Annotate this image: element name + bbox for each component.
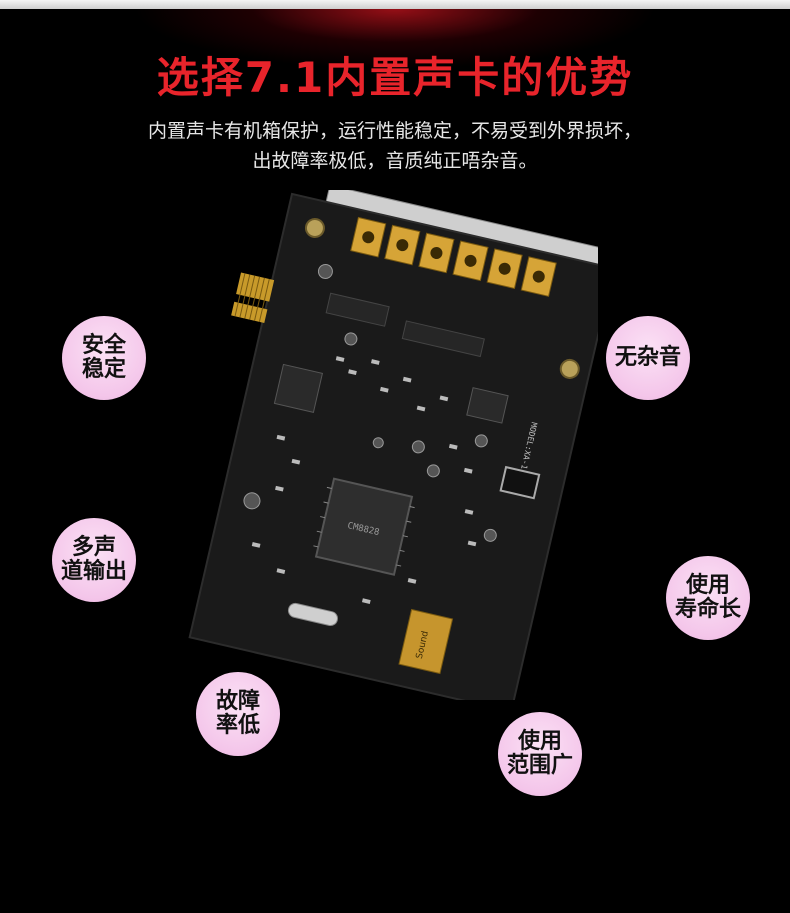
feature-bubble-wide-use: 使用 范围广 bbox=[498, 712, 582, 796]
feature-bubble-safe-stable: 安全 稳定 bbox=[62, 316, 146, 400]
sound-card-image: CM8828 Sound MODEL:XA-1 bbox=[178, 184, 623, 713]
feature-bubble-no-noise: 无杂音 bbox=[606, 316, 690, 400]
feature-bubble-multichannel: 多声 道输出 bbox=[52, 518, 136, 602]
feature-2-line1: 无杂音 bbox=[614, 345, 681, 370]
sound-card-illustration: CM8828 Sound MODEL:XA-1 bbox=[188, 184, 623, 713]
feature-1-line1: 安全 bbox=[81, 333, 126, 358]
feature-5-line1: 故障 bbox=[215, 689, 260, 714]
feature-4-line2: 寿命长 bbox=[674, 597, 741, 622]
subtitle-line-1: 内置声卡有机箱保护，运行性能稳定，不易受到外界损坏， bbox=[147, 120, 642, 142]
feature-bubble-low-failure: 故障 率低 bbox=[196, 672, 280, 756]
page-title: 选择7.1内置声卡的优势 bbox=[156, 53, 634, 102]
feature-3-line1: 多声 bbox=[71, 535, 116, 560]
feature-3-line2: 道输出 bbox=[60, 559, 127, 584]
top-bar bbox=[0, 0, 790, 9]
feature-5-line2: 率低 bbox=[215, 713, 260, 738]
feature-1-line2: 稳定 bbox=[81, 357, 126, 382]
feature-bubble-long-life: 使用 寿命长 bbox=[666, 556, 750, 640]
red-glow bbox=[0, 9, 790, 99]
feature-6-line1: 使用 bbox=[517, 729, 562, 754]
subtitle-line-2: 出故障率极低，音质纯正唔杂音。 bbox=[252, 150, 538, 172]
feature-6-line2: 范围广 bbox=[506, 753, 573, 778]
feature-4-line1: 使用 bbox=[685, 573, 730, 598]
